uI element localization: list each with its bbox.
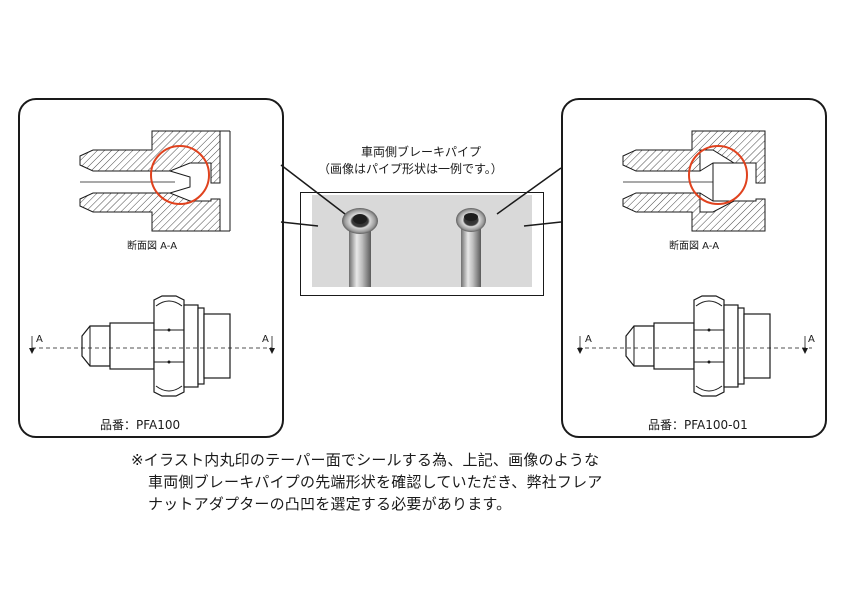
right-highlight-circle bbox=[688, 145, 748, 205]
right-marker-a-left: A bbox=[585, 334, 592, 345]
left-section-label: 断面図 A-A bbox=[127, 241, 178, 252]
right-part-number: 品番：PFA100-01 bbox=[648, 418, 748, 432]
left-highlight-circle bbox=[150, 145, 210, 205]
note-line3: ナットアダプターの凸凹を選定する必要があります。 bbox=[148, 495, 512, 513]
note-line1: ※イラスト内丸印のテーパー面でシールする為、上記、画像のような bbox=[131, 451, 600, 469]
right-section-label: 断面図 A-A bbox=[669, 241, 720, 252]
left-part-number: 品番：PFA100 bbox=[100, 418, 181, 432]
center-title-line2: （画像はパイプ形状は一例です。） bbox=[318, 162, 503, 176]
right-marker-a-right: A bbox=[808, 334, 815, 345]
center-title-line1: 車両側ブレーキパイプ bbox=[361, 145, 482, 159]
note-line2: 車両側ブレーキパイプの先端形状を確認していただき、弊社フレア bbox=[148, 473, 603, 491]
left-marker-a-right: A bbox=[262, 334, 269, 345]
left-marker-a-left: A bbox=[36, 334, 43, 345]
